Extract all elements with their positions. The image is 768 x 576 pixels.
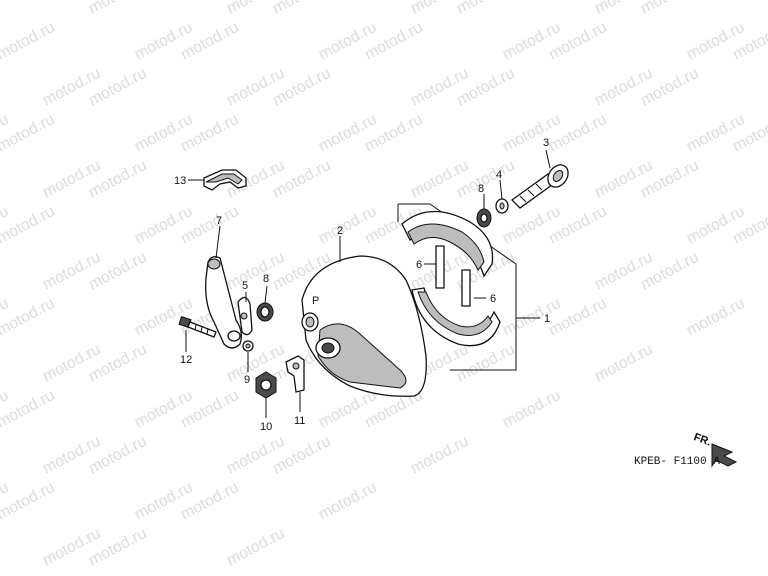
watermark-text: motod.ru (86, 0, 150, 18)
callout-1: 1 (544, 313, 550, 325)
diagram-code: KPEB- F1100 A (634, 456, 720, 468)
part-12-bolt (178, 316, 217, 338)
callout-8-left: 8 (263, 273, 269, 285)
watermark-text: motod.ru (0, 387, 58, 432)
callout-9: 9 (244, 374, 250, 386)
watermark-text: motod.ru (592, 341, 656, 386)
callout-6-upper: 6 (416, 259, 422, 271)
watermark-text: motod.ru (0, 111, 58, 156)
watermark-text: motod.ru (638, 0, 702, 18)
part-8-felt-seal-left (256, 302, 274, 322)
callout-4: 4 (496, 169, 502, 181)
watermark-text: motod.ru (454, 0, 518, 18)
part-10-nut (255, 371, 277, 399)
callout-7: 7 (216, 215, 222, 227)
front-direction-arrow (711, 443, 738, 468)
callout-10: 10 (260, 421, 272, 433)
callout-6-lower: 6 (490, 293, 496, 305)
part-11-bracket (285, 355, 305, 393)
watermark-text: motod.ru (316, 479, 380, 524)
part-9-washer (242, 340, 254, 352)
watermark-text: motod.ru (500, 387, 564, 432)
part-13-clip (203, 169, 247, 191)
watermark-text: motod.ru (224, 525, 288, 570)
svg-text:P: P (312, 295, 319, 307)
callout-3: 3 (543, 137, 549, 149)
part-2-brake-panel: P (301, 255, 427, 397)
part-3-brake-cam (511, 164, 569, 209)
watermark-text: motod.ru (408, 433, 472, 478)
front-arrow-label: FR. (692, 431, 713, 448)
callout-8-right: 8 (478, 183, 484, 195)
callout-12: 12 (180, 354, 192, 366)
watermark-text: motod.ru (0, 0, 12, 18)
part-8-felt-seal-right (476, 208, 492, 228)
watermark-text: motod.ru (0, 479, 58, 524)
part-1-brake-shoe-set (397, 203, 517, 371)
callout-2: 2 (337, 225, 343, 237)
callout-5: 5 (242, 280, 248, 292)
watermark-text: motod.ru (684, 295, 748, 340)
part-4-washer (495, 198, 509, 214)
watermark-text: motod.ru (0, 203, 58, 248)
callout-13: 13 (174, 175, 186, 187)
callout-11: 11 (294, 415, 305, 427)
watermark-text: motod.ru (0, 19, 58, 64)
watermark-text: motod.ru (0, 295, 58, 340)
watermark-text: motod.ru (270, 0, 334, 18)
part-5-indicator-plate (237, 296, 253, 336)
